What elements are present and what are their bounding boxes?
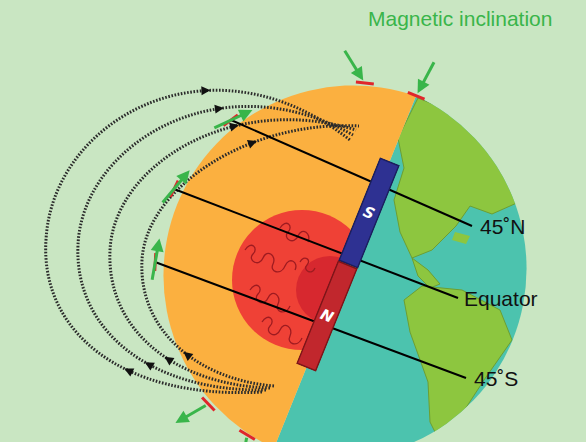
core-convection	[245, 223, 315, 344]
arrowhead	[418, 79, 430, 94]
arrowhead	[238, 110, 253, 122]
field-arrowheads	[124, 86, 257, 376]
inclination-arrow	[163, 176, 185, 202]
earth	[163, 85, 528, 442]
arrowhead	[124, 368, 134, 376]
arrowhead	[176, 170, 189, 184]
latitude-label: Equator	[464, 286, 538, 311]
arrowhead	[201, 86, 210, 95]
inclination-arrow	[242, 438, 247, 442]
arrowhead	[214, 105, 224, 114]
arrowhead	[229, 123, 239, 132]
horizon-tick	[356, 82, 374, 84]
arrowhead	[183, 352, 193, 361]
inclination-arrow	[152, 246, 158, 279]
latitude-label: 45˚S	[474, 366, 518, 391]
arrowhead	[145, 362, 155, 370]
arrowhead	[247, 140, 257, 148]
latitude-lines	[155, 120, 472, 378]
figure-heading: Magnetic inclination	[368, 6, 552, 31]
arrowhead	[351, 66, 363, 80]
latitude-label: 45˚N	[480, 214, 526, 239]
arrowhead	[164, 357, 174, 366]
horizon-tick	[408, 92, 425, 99]
arrowhead	[175, 411, 190, 423]
continents	[394, 92, 528, 442]
horizon-tick	[202, 398, 215, 411]
inclination-arrow	[214, 113, 245, 127]
arrowhead	[151, 238, 164, 252]
